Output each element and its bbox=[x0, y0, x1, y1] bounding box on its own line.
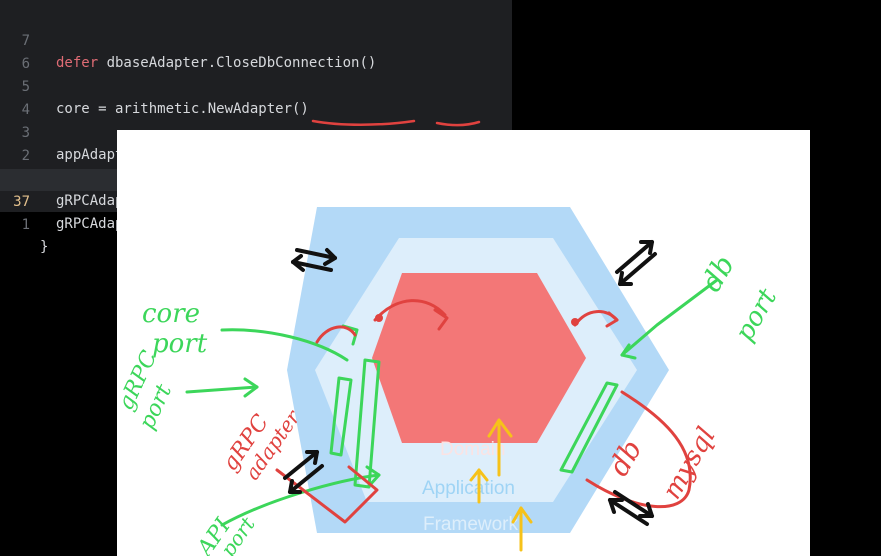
swap-icon-bottom-right bbox=[608, 490, 654, 526]
swap-icon-top-right bbox=[615, 240, 657, 286]
core-adapter-hook bbox=[315, 325, 357, 344]
domain-label: Domain bbox=[440, 439, 505, 460]
code-text: defer dbaseAdapter.CloseDbConnection() bbox=[56, 52, 376, 74]
keyword: defer bbox=[56, 55, 107, 71]
app-to-domain-arrowhead bbox=[487, 418, 513, 438]
app-left-arrowhead bbox=[469, 468, 489, 482]
code-text: core = arithmetic.NewAdapter() bbox=[56, 101, 309, 117]
statement: dbaseAdapter.CloseDbConnection() bbox=[106, 55, 377, 71]
right-port-bar bbox=[559, 381, 619, 474]
domain-top-left-arrow bbox=[373, 299, 447, 322]
db-port-arrowhead bbox=[620, 343, 637, 360]
db-port-text-2: port bbox=[730, 283, 784, 346]
framework-label: Framework bbox=[423, 514, 519, 535]
whiteboard[interactable]: Domain Application Framework core po bbox=[117, 130, 810, 556]
domain-hexagon bbox=[372, 273, 586, 443]
swap-icon-top-left bbox=[291, 248, 337, 272]
domain-top-right-arrowhead bbox=[605, 311, 619, 328]
line-number: 6 bbox=[21, 56, 30, 72]
domain-top-left-arrowhead bbox=[433, 308, 449, 331]
core-port-line bbox=[220, 328, 349, 362]
red-dot-right bbox=[571, 318, 579, 326]
line-number: 2 bbox=[21, 148, 30, 164]
code-line[interactable]: 3 appAdapter = api.NewAdapter(dbaseAdapt… bbox=[0, 100, 512, 163]
code-line[interactable]: 1 } bbox=[0, 192, 512, 255]
grpc-port-arrowhead bbox=[243, 377, 259, 398]
hexagon-diagram: Domain Application Framework core po bbox=[117, 207, 784, 556]
api-port-arrowhead bbox=[365, 465, 381, 488]
code-line[interactable]: 4 bbox=[0, 77, 512, 118]
core-port-text-1: core bbox=[142, 299, 200, 329]
core-port-text-2: port bbox=[152, 329, 208, 359]
yellow-arrows bbox=[469, 418, 533, 552]
code-line[interactable]: 2 bbox=[0, 123, 512, 164]
black-swap-arrows bbox=[283, 240, 657, 526]
line-number: 1 bbox=[21, 217, 30, 233]
grpc-port-arrow-line bbox=[185, 385, 259, 394]
code-text: } bbox=[40, 239, 49, 255]
code-line[interactable]: 6 bbox=[0, 31, 512, 72]
line-number: 3 bbox=[21, 125, 30, 141]
line-number: 37 bbox=[13, 194, 30, 210]
code-line[interactable]: 7 defer dbaseAdapter.CloseDbConnection() bbox=[0, 8, 512, 71]
db-port-line bbox=[620, 278, 719, 357]
swap-icon-left bbox=[283, 450, 324, 494]
red-dot-left bbox=[375, 314, 383, 322]
grpc-adapter-box bbox=[275, 465, 379, 524]
line-number: 7 bbox=[21, 33, 30, 49]
line-number: 4 bbox=[21, 102, 30, 118]
left-adapter-bar bbox=[329, 376, 353, 457]
code-line[interactable]: 5 core = arithmetic.NewAdapter() bbox=[0, 54, 512, 117]
framework-to-app-arrowhead bbox=[511, 506, 533, 524]
db-mysql-text-2: mysql bbox=[657, 422, 722, 504]
line-number: 5 bbox=[21, 79, 30, 95]
application-label: Application bbox=[422, 478, 515, 499]
